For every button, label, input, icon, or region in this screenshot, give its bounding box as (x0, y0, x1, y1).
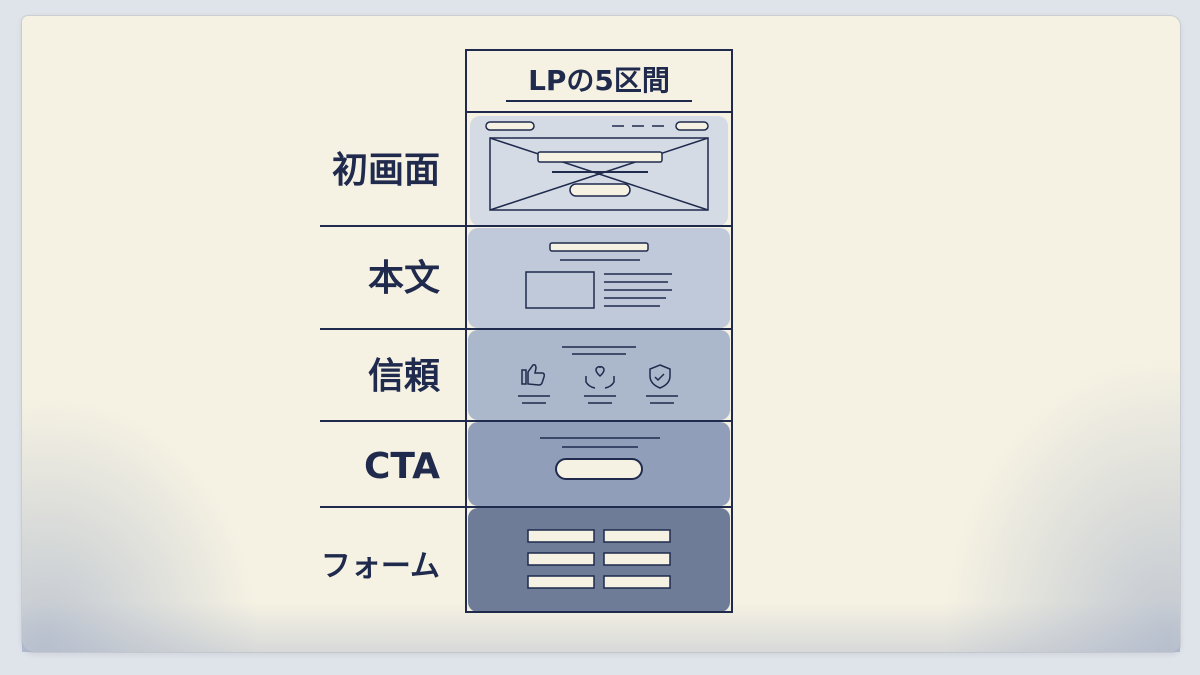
body-wireframe (525, 242, 672, 309)
form-field-2 (603, 529, 671, 543)
hero-wireframe (485, 121, 709, 211)
watercolor-wash-right (940, 352, 1180, 652)
watercolor-wash-left (22, 392, 262, 652)
section-label-body: 本文 (368, 258, 440, 299)
hero-headline-bar (537, 151, 663, 163)
cta-wireframe (540, 437, 660, 480)
section-label-first-view: 初画面 (332, 150, 440, 191)
hero-image-cross-2 (489, 137, 709, 211)
hero-nav-button (675, 121, 709, 131)
section-label-cta: CTA (364, 446, 440, 487)
hero-cta-pill (569, 183, 631, 197)
form-wireframe (527, 529, 671, 589)
lp-column-frame (465, 49, 733, 613)
section-label-trust: 信頼 (368, 356, 441, 397)
section-label-form: フォーム (321, 549, 440, 584)
body-image-frame (525, 271, 595, 309)
hands-heart-icon (585, 365, 615, 389)
form-field-6 (603, 575, 671, 589)
diagram-title: LPの5区間 (528, 64, 670, 97)
body-heading-bar (549, 242, 649, 252)
cta-button-shape (555, 458, 643, 480)
form-field-5 (527, 575, 595, 589)
section-wash-form (468, 508, 730, 612)
shield-check-icon (649, 364, 671, 389)
form-field-1 (527, 529, 595, 543)
form-field-3 (527, 552, 595, 566)
form-field-4 (603, 552, 671, 566)
section-wash-body (468, 228, 730, 328)
thumbs-up-icon (521, 364, 545, 386)
trust-wireframe (518, 346, 678, 404)
hero-logo-bar (485, 121, 535, 131)
hero-image-frame (489, 137, 709, 211)
